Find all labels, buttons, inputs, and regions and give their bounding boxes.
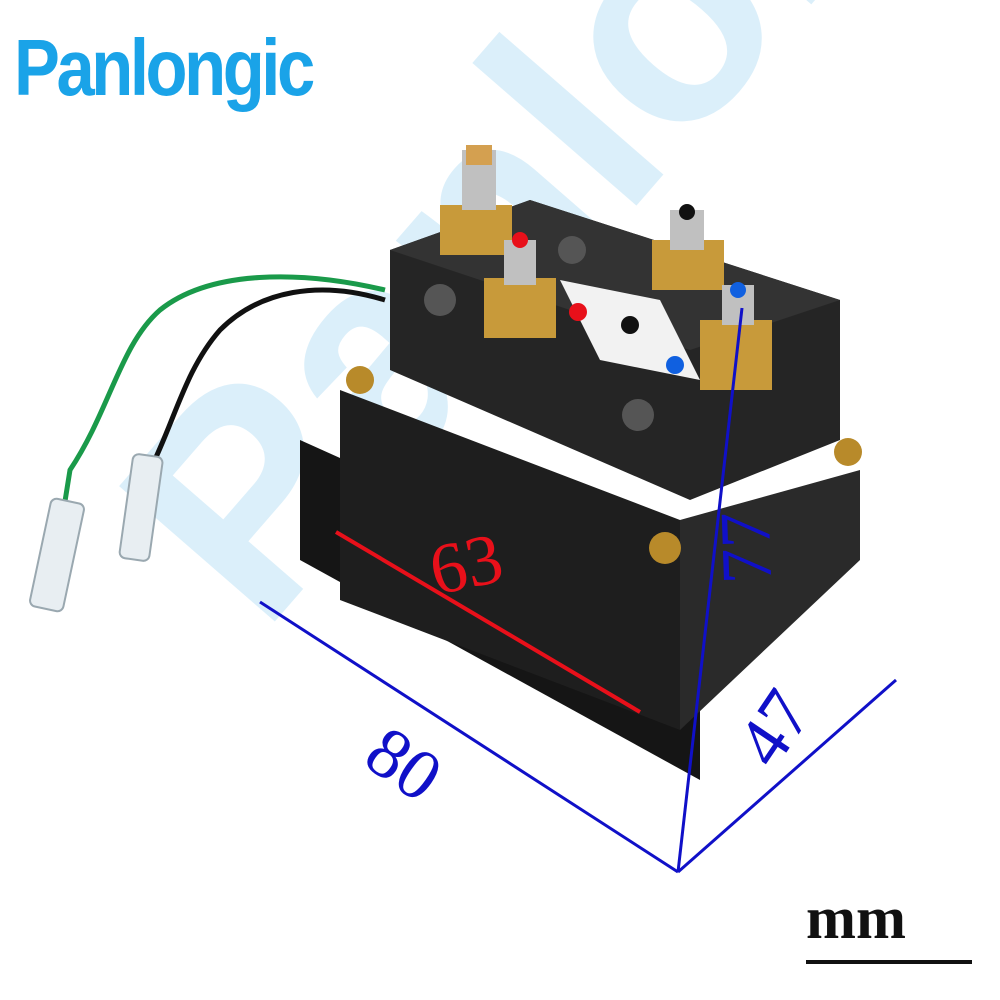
body-front: [340, 390, 680, 730]
dimension-label-63: 63: [422, 517, 510, 611]
dimension-line-77: [676, 307, 744, 873]
green-wire: [59, 274, 386, 521]
terminal-back-left: [440, 145, 512, 255]
unit-underline: [806, 960, 972, 964]
terminal-back-right: [652, 204, 724, 290]
dimension-line-47: [677, 678, 897, 874]
black-wire-connector: [118, 453, 164, 562]
screw-right: [834, 438, 862, 466]
mount-hole-2: [622, 399, 654, 431]
mount-hole-3: [558, 236, 586, 264]
unit-label: mm: [806, 885, 906, 951]
screw-left: [346, 366, 374, 394]
dimension-label-77: 77: [704, 510, 788, 586]
brand-logo: Panlongic: [14, 23, 315, 112]
dimension-line-80: [259, 600, 679, 874]
body-side: [680, 470, 860, 730]
black-wire: [145, 287, 386, 511]
label-dot-black: [621, 316, 639, 334]
dimension-line-63: [334, 530, 642, 714]
green-wire-connector: [29, 497, 85, 613]
mount-hole-1: [424, 284, 456, 316]
label-dot-red: [569, 303, 587, 321]
terminal-front-left: [484, 232, 556, 338]
screw-front: [649, 532, 681, 564]
label-dot-blue: [666, 356, 684, 374]
